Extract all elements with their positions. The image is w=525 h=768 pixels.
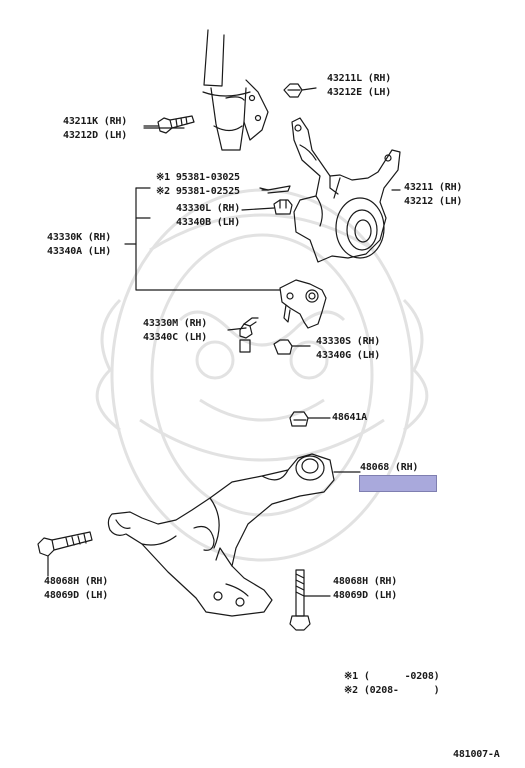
label-48641a: 48641A — [332, 412, 367, 423]
label-43340a: 43340A (LH) — [47, 246, 112, 257]
watermark-emblem — [95, 188, 429, 562]
label-95381-02525: ※2 95381-02525 — [156, 186, 240, 197]
label-48069d-left: 48069D (LH) — [44, 590, 109, 601]
steering-knuckle — [291, 117, 401, 263]
label-43212: 43212 (LH) — [404, 196, 463, 207]
castle-nut-43330l — [273, 199, 293, 215]
bolt-43330m — [239, 317, 259, 353]
diagram-id: 481007-A — [453, 749, 500, 760]
nut-43330s — [273, 339, 311, 355]
note-1: ※1 ( -0208) — [344, 671, 440, 682]
leader-43330k — [135, 187, 281, 291]
label-43340b: 43340B (LH) — [176, 217, 241, 228]
label-43330l: 43330L (RH) — [176, 203, 241, 214]
label-43330k: 43330K (RH) — [47, 232, 112, 243]
label-48068: 48068 (RH) — [360, 462, 419, 473]
label-43211l: 43211L (RH) — [327, 73, 392, 84]
bolt-43211k — [143, 115, 195, 134]
label-43212e: 43212E (LH) — [327, 87, 392, 98]
label-43340c: 43340C (LH) — [143, 332, 208, 343]
label-48068h-right: 48068H (RH) — [333, 576, 398, 587]
ball-joint — [279, 279, 327, 329]
label-95381-03025: ※1 95381-03025 — [156, 172, 240, 183]
label-43330s: 43330S (RH) — [316, 336, 381, 347]
label-48069d-right: 48069D (LH) — [333, 590, 398, 601]
nut-48641a — [289, 411, 331, 427]
highlight-box-48068 — [359, 475, 437, 492]
note-2: ※2 (0208- ) — [344, 685, 440, 696]
label-43340g: 43340G (LH) — [316, 350, 381, 361]
label-43211k: 43211K (RH) — [63, 116, 128, 127]
label-43330m: 43330M (RH) — [143, 318, 208, 329]
bolt-48068h-left — [37, 531, 93, 577]
nut-43211l — [283, 83, 317, 98]
strut-assembly — [202, 29, 269, 151]
lower-control-arm — [107, 453, 361, 617]
label-43211: 43211 (RH) — [404, 182, 463, 193]
label-43212d: 43212D (LH) — [63, 130, 128, 141]
bolt-48068h-right — [289, 569, 331, 631]
label-48068h-left: 48068H (RH) — [44, 576, 109, 587]
